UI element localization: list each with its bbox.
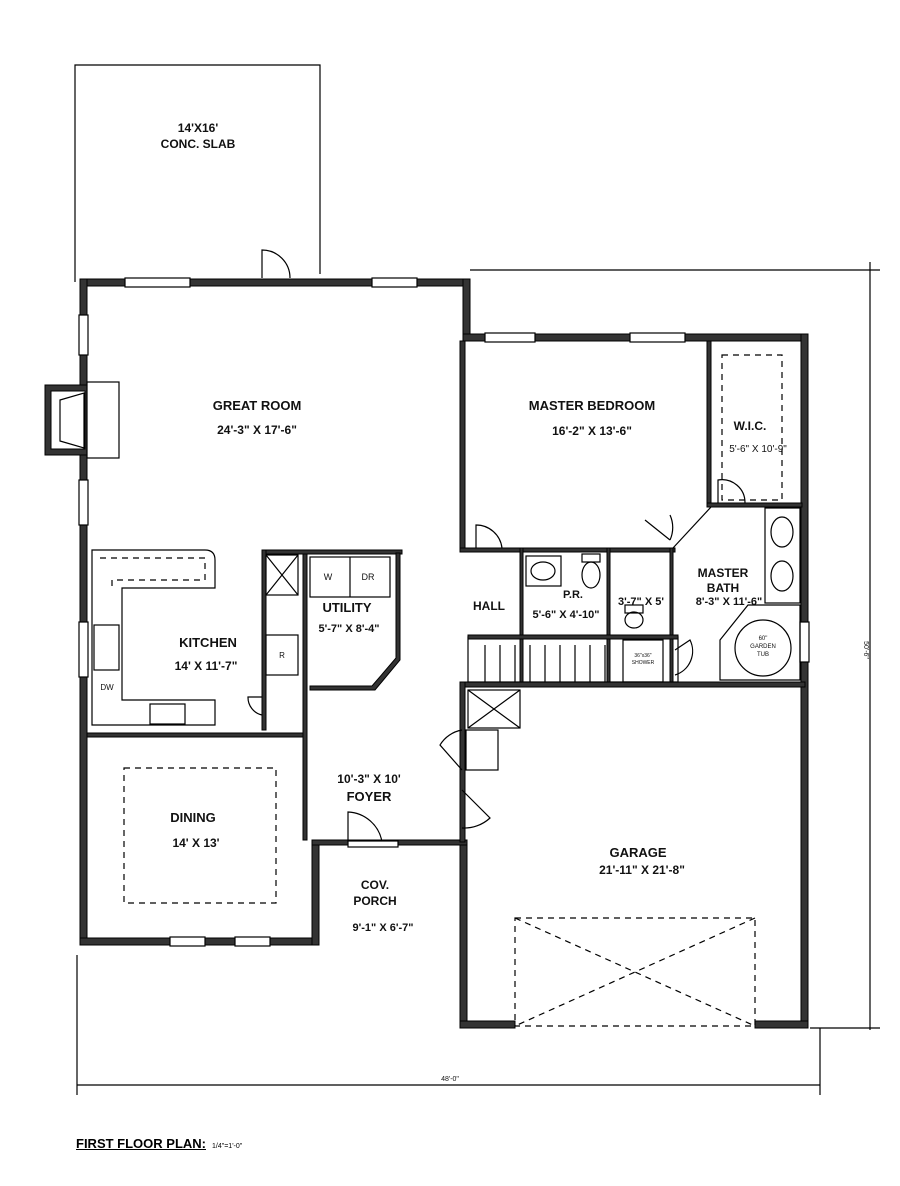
doors [247,249,746,848]
hall-label: HALL [473,599,505,613]
pr-label: P.R. [563,589,583,601]
great-room-label: GREAT ROOM [213,398,302,413]
washer-label: W [324,572,333,582]
room-labels: 14'X16' CONC. SLAB GREAT ROOM 24'-3" X 1… [161,121,788,934]
pantry: R [265,554,299,676]
porch-label: COV. [361,878,389,892]
master-bath-label: MASTER [698,566,749,580]
dishwasher-label: DW [100,683,114,692]
overall-width-label: 48'-0" [441,1076,459,1083]
master-bath-label-2: BATH [707,581,739,595]
shower-label: SHOWER [632,660,655,666]
wic-label: W.I.C. [734,419,767,433]
wic-shelf [721,354,783,501]
plan-title: FIRST FLOOR PLAN: [76,1136,206,1151]
plan-scale: 1/4"=1'-0" [212,1143,243,1150]
stairs [467,634,679,683]
fireplace [44,381,120,459]
overall-depth-label: 50'-6" [862,641,869,659]
slab-size-label: 14'X16' [178,121,219,135]
interior-walls [86,340,806,843]
utility-label: UTILITY [322,600,371,615]
shower: 36"x36" SHOWER [622,639,664,683]
powder-room-fixtures [525,553,644,629]
tub-label: TUB [757,652,769,658]
tub-garden-label: GARDEN [750,644,776,650]
slab-label: CONC. SLAB [161,137,236,151]
porch-label-2: PORCH [353,894,396,908]
garage-door [514,917,756,1027]
master-bedroom-label: MASTER BEDROOM [529,398,655,413]
master-bedroom-size: 16'-2" X 13'-6" [552,424,632,438]
shower-size-label: 36"x36" [634,653,651,659]
utility-size: 5'-7" X 8'-4" [319,623,380,635]
dining-table-outline [123,767,277,904]
foyer-size: 10'-3" X 10' [337,772,401,786]
plan-title-block: FIRST FLOOR PLAN: 1/4"=1'-0" [76,1136,242,1151]
foyer-label: FOYER [347,789,392,804]
garage-storage [465,689,521,771]
dryer-label: DR [362,572,375,582]
washer-dryer: W DR [309,552,401,691]
garage-size: 21'-11" X 21'-8" [599,863,685,877]
exterior-walls [79,278,809,1029]
refrigerator-label: R [279,651,285,660]
dining-label: DINING [170,810,216,825]
dining-size: 14' X 13' [172,836,219,850]
concrete-slab-outline [74,64,321,282]
kitchen-counters: DW [91,549,216,726]
windows [78,277,810,947]
great-room-size: 24'-3" X 17'-6" [217,423,297,437]
master-bath-size: 8'-3" X 11'-6" [696,596,762,608]
porch-size: 9'-1" X 6'-7" [353,922,414,934]
wic-size: 5'-6" X 10'-9" [729,444,787,455]
toilet-room-size: 3'-7" X 5' [618,596,664,608]
tub-size-label: 60" [759,636,768,642]
master-bath-fixtures: 60" GARDEN TUB [672,506,801,681]
kitchen-size: 14' X 11'-7" [175,659,238,673]
pr-size: 5'-6" X 4'-10" [532,609,599,621]
garage-label: GARAGE [609,845,666,860]
kitchen-label: KITCHEN [179,635,237,650]
dimension-lines: 48'-0" 50'-6" [76,262,880,1095]
